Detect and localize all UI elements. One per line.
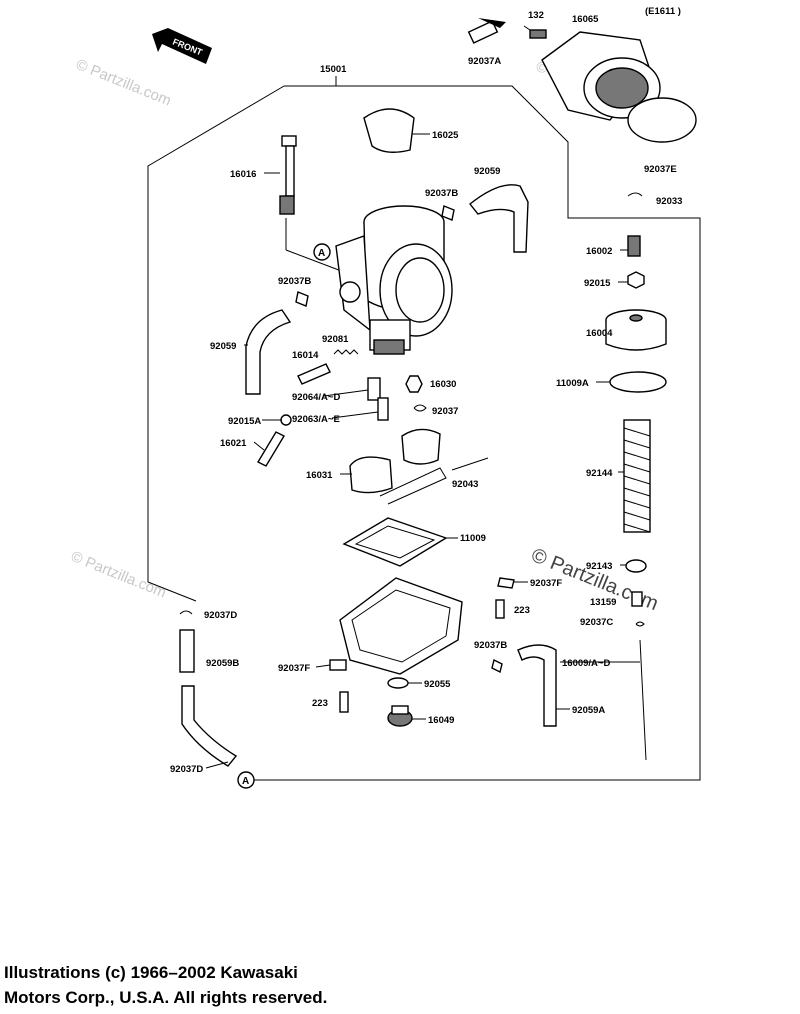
label-92059-left: 92059 [210, 341, 236, 352]
tube-92059A [517, 644, 557, 727]
needle-jet-16030 [405, 375, 423, 393]
carburetor-body [335, 205, 453, 355]
washer-92015A [280, 414, 292, 426]
label-92037F-right: 92037F [530, 578, 562, 589]
label-132: 132 [528, 10, 544, 21]
clip-92037B-left [295, 291, 309, 307]
screw-16016 [279, 135, 345, 273]
callout-a-bottom-label: A [242, 776, 249, 787]
label-92037D-bottom: 92037D [170, 764, 203, 775]
label-92037D-top: 92037D [204, 610, 237, 621]
assembly-boundary-top [254, 85, 701, 781]
label-92055: 92055 [424, 679, 451, 690]
label-92043: 92043 [452, 479, 478, 490]
plug-16049 [387, 705, 413, 727]
holder-13159 [631, 591, 643, 607]
label-16009: 16009/A~D [562, 658, 610, 669]
spring-92081 [333, 349, 359, 355]
jet-92063 [377, 397, 389, 421]
watermark-1: © Partzilla.com [74, 56, 174, 110]
seat-92143 [625, 559, 647, 573]
label-92037B-bottom: 92037B [474, 640, 507, 651]
screw-16021 [257, 431, 285, 467]
leader-lines [205, 133, 640, 769]
spring-92144 [623, 419, 651, 533]
label-13159: 13159 [590, 597, 616, 608]
screw-16014 [297, 363, 331, 385]
label-92144: 92144 [586, 468, 613, 479]
callout-a-bottom: A [237, 771, 255, 789]
label-92037E: 92037E [644, 164, 677, 175]
screw-223-left [339, 691, 349, 713]
label-92015: 92015 [584, 278, 611, 289]
label-92081: 92081 [322, 334, 349, 345]
label-92037F-left: 92037F [278, 663, 310, 674]
screw-223-right [495, 599, 505, 619]
copyright-notice: Illustrations (c) 1966–2002 Kawasaki Mot… [4, 960, 424, 1010]
label-92063: 92063/A~E [292, 414, 340, 425]
label-16014: 16014 [292, 350, 319, 361]
label-92064: 92064/A~D [292, 392, 340, 403]
label-11009: 11009 [460, 533, 486, 544]
part-labels: 15001 132 16065 92037A 16025 92059 92037… [170, 10, 682, 775]
label-16031: 16031 [306, 470, 333, 481]
label-16065: 16065 [572, 14, 599, 25]
bolt-132 [523, 25, 547, 39]
label-92037B-left: 92037B [278, 276, 311, 287]
clip-92033 [627, 192, 643, 197]
clip-92037F-right [497, 577, 515, 589]
callout-a-top-label: A [318, 248, 325, 259]
label-223-right: 223 [514, 605, 530, 616]
label-223-left: 223 [312, 698, 328, 709]
label-16030: 16030 [430, 379, 456, 390]
label-92059B: 92059B [206, 658, 239, 669]
label-16002: 16002 [586, 246, 612, 257]
pin-92043 [451, 457, 489, 471]
nut-92015 [627, 271, 645, 289]
tube-92059-top [469, 184, 529, 253]
label-92037A: 92037A [468, 56, 501, 67]
intake-holder-16065 [541, 31, 697, 143]
label-92037C: 92037C [580, 617, 613, 628]
label-92037: 92037 [432, 406, 458, 417]
label-92059-top: 92059 [474, 166, 500, 177]
clip-92037C [635, 621, 645, 627]
label-92033: 92033 [656, 196, 682, 207]
oring-11009A [609, 371, 667, 393]
cap-16004 [605, 309, 667, 351]
clip-92037B-bottom [491, 658, 503, 674]
diagram-code: (E1611 ) [645, 6, 681, 17]
screw-16002 [627, 235, 641, 257]
front-arrow-icon: FRONT [152, 28, 212, 64]
tube-92059B [179, 610, 238, 767]
float-16031 [349, 428, 447, 505]
label-16004: 16004 [586, 328, 613, 339]
copyright-line-1: Illustrations (c) 1966–2002 Kawasaki [4, 963, 298, 982]
cover-16025 [363, 108, 415, 153]
clamp-92037A [467, 18, 506, 44]
clip-92037B-top [441, 205, 455, 221]
tube-92059-left [245, 309, 292, 395]
label-92059A: 92059A [572, 705, 605, 716]
clip-92037 [413, 404, 427, 412]
oring-92055 [387, 677, 409, 689]
watermark-3: © Partzilla.com [69, 548, 169, 602]
label-16016: 16016 [230, 169, 256, 180]
label-11009A: 11009A [556, 378, 589, 389]
label-15001: 15001 [320, 64, 347, 75]
label-16025: 16025 [432, 130, 459, 141]
label-92037B-top: 92037B [425, 188, 458, 199]
label-92015A: 92015A [228, 416, 261, 427]
float-bowl [329, 577, 463, 675]
callout-a-top: A [313, 243, 331, 261]
assembly-boundary [147, 85, 285, 602]
copyright-line-2: Motors Corp., U.S.A. All rights reserved… [4, 988, 328, 1007]
needle-16009 [639, 639, 647, 761]
label-16049: 16049 [428, 715, 454, 726]
jet-92064 [367, 377, 381, 401]
label-92143: 92143 [586, 561, 612, 572]
label-16021: 16021 [220, 438, 247, 449]
